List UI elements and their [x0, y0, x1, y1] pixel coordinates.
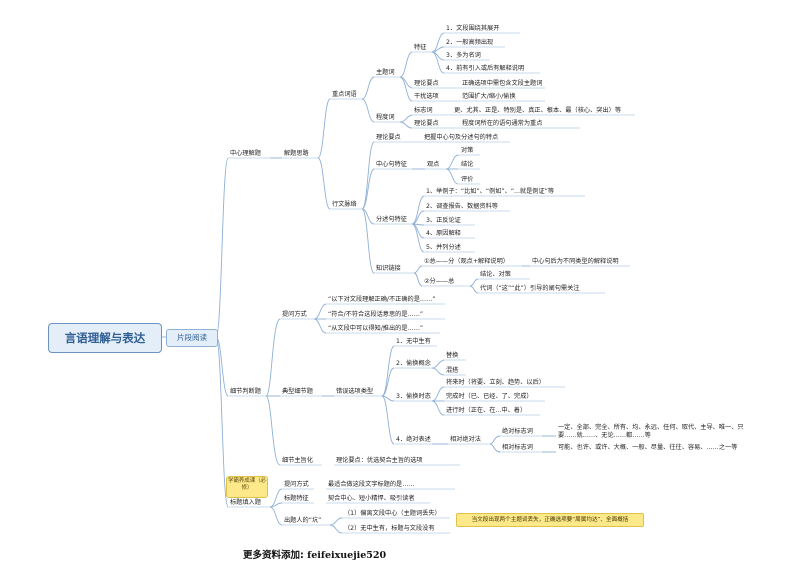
- context-node: 行文脉络: [332, 201, 357, 208]
- wrong-type-item: 4．绝对表述: [396, 436, 431, 443]
- wrong-type-sub: 进行时（正在、在...中、着）: [446, 407, 527, 414]
- feature-item: 2．一般高频出现: [446, 39, 494, 46]
- wrong-types-node: 错误选项类型: [336, 388, 374, 395]
- sub-feature-item: 2、调查报告、数据资料等: [426, 203, 498, 210]
- title-feature-value: 契合中心、短小精悍、吸引读者: [328, 495, 415, 502]
- viewpoint-item: 评价: [461, 176, 474, 183]
- relative-marker-node: 相对标志词: [502, 444, 533, 451]
- trap-node: 出题人的“坑”: [284, 517, 322, 524]
- sub-feature-item: 4、原因解释: [426, 230, 461, 237]
- distractor-node: 干扰选项: [414, 93, 439, 100]
- wrong-type-item: 3．偷换时态: [396, 393, 431, 400]
- marker-word-value: 更、尤其、正是、特别是、真正、根本、最（核心、突出）等: [454, 107, 622, 114]
- relative-marker-value: 可能、也许、或许、大概、一般、尽量、往往、容易、……之一等: [558, 444, 738, 451]
- features-node: 特征: [414, 44, 427, 51]
- knowledge-link-node: 知识链接: [376, 265, 401, 272]
- link-sub-item: 结论、对策: [480, 271, 511, 278]
- root-node: 言语理解与表达: [48, 323, 162, 353]
- theory-context-value: 把握中心句及分述句的特点: [424, 134, 499, 141]
- link-item: ②分——总: [424, 278, 455, 285]
- theory-topic-value: 正确选项中需包含文段主题词: [462, 80, 543, 87]
- feature-item: 3．多为名词: [446, 52, 481, 59]
- detail-main-node: 细节主旨化: [282, 457, 313, 464]
- theory-degree-node: 理论要点: [414, 120, 439, 127]
- footer-text: 更多资料添加: feifeixuejie520: [243, 547, 386, 561]
- title-feature-node: 标题特征: [284, 495, 309, 502]
- ask-item: “以下对文段理解正确/不正确的是……”: [328, 296, 436, 303]
- feature-item: 4．前有引入或后有解释说明: [446, 65, 525, 72]
- main-idea-node: 中心理解题: [230, 150, 261, 157]
- level1-node: 片段阅读: [166, 329, 218, 347]
- link-item: ①总——分（观点+解释说明）: [424, 258, 509, 265]
- footer-label: 更多资料添加:: [243, 550, 304, 561]
- ask-way-node: 提问方式: [282, 311, 307, 318]
- relative-absolute-node: 相对绝对法: [450, 436, 481, 443]
- detail-node: 细节判断题: [230, 388, 261, 395]
- title-ask-value: 最适合做这段文字标题的是……: [328, 481, 415, 488]
- wrong-type-sub: 将来时（将要、立刻、趋势、以后）: [446, 379, 545, 386]
- link-item-value: 中心句后为不同类型的解释说明: [532, 258, 619, 265]
- footer-id: feifeixuejie520: [307, 550, 387, 561]
- theory-topic-node: 理论要点: [414, 80, 439, 87]
- link-sub-item: 代词（“这”“此”）引导的阐句需关注: [480, 285, 580, 292]
- trap-item: （1）偏离文段中心（主题词丢失）: [344, 510, 441, 517]
- sub-sentence-node: 分述句特征: [376, 216, 407, 223]
- trap-item: （2）无中生有，标题与文段没有: [344, 525, 435, 532]
- wrong-type-sub: 混搭: [446, 367, 459, 374]
- center-sentence-node: 中心句特征: [376, 161, 407, 168]
- theory-context-node: 理论要点: [376, 134, 401, 141]
- feature-item: 1．文段围绕其展开: [446, 25, 500, 32]
- ask-item: “从文段中可以得知/推出的是……”: [328, 325, 424, 332]
- course-tag: 学霸养成课（必修）: [226, 476, 268, 498]
- viewpoint-node: 观点: [427, 161, 440, 168]
- distractor-value: 范围扩大/缩小/偷换: [462, 93, 516, 100]
- topic-word-node: 主题词: [376, 69, 395, 76]
- sub-feature-item: 1、举例子：“比如”、“例如”、“...就是例证”等: [426, 188, 555, 195]
- degree-word-node: 程度词: [376, 114, 395, 121]
- viewpoint-item: 结论: [461, 161, 474, 168]
- viewpoint-item: 对策: [461, 147, 474, 154]
- theory-degree-value: 程度词所在的语句通常为重点: [462, 120, 543, 127]
- typical-detail-node: 典型细节题: [282, 388, 313, 395]
- marker-word-node: 标志词: [414, 107, 433, 114]
- sub-feature-item: 3、正反论证: [426, 217, 461, 224]
- absolute-marker-value: 一定、全部、完全、所有、均、永远、任何、取代、主导、唯一、只要……就……、无论……: [558, 424, 744, 439]
- ask-item: “符合/不符合这段话意思的是……”: [328, 311, 424, 318]
- sub-feature-item: 5、并列分述: [426, 244, 461, 251]
- absolute-marker-node: 绝对标志词: [502, 428, 533, 435]
- title-question-node: 标题填入题: [230, 499, 261, 506]
- wrong-type-item: 2．偷换概念: [396, 360, 431, 367]
- wrong-type-sub: 完成时（已、已经、了、完成）: [446, 393, 533, 400]
- note-callout: 当文段出现两个主题词丢失，正确选项要“周属均达”、全面概括: [456, 513, 644, 527]
- key-words-node: 重点词语: [332, 91, 357, 98]
- wrong-type-sub: 替换: [446, 352, 459, 359]
- detail-main-value: 理论要点：优选契合主旨的选项: [336, 457, 423, 464]
- approach-node: 解题思路: [284, 150, 309, 157]
- title-ask-node: 提问方式: [284, 481, 309, 488]
- wrong-type-item: 1．无中生有: [396, 338, 431, 345]
